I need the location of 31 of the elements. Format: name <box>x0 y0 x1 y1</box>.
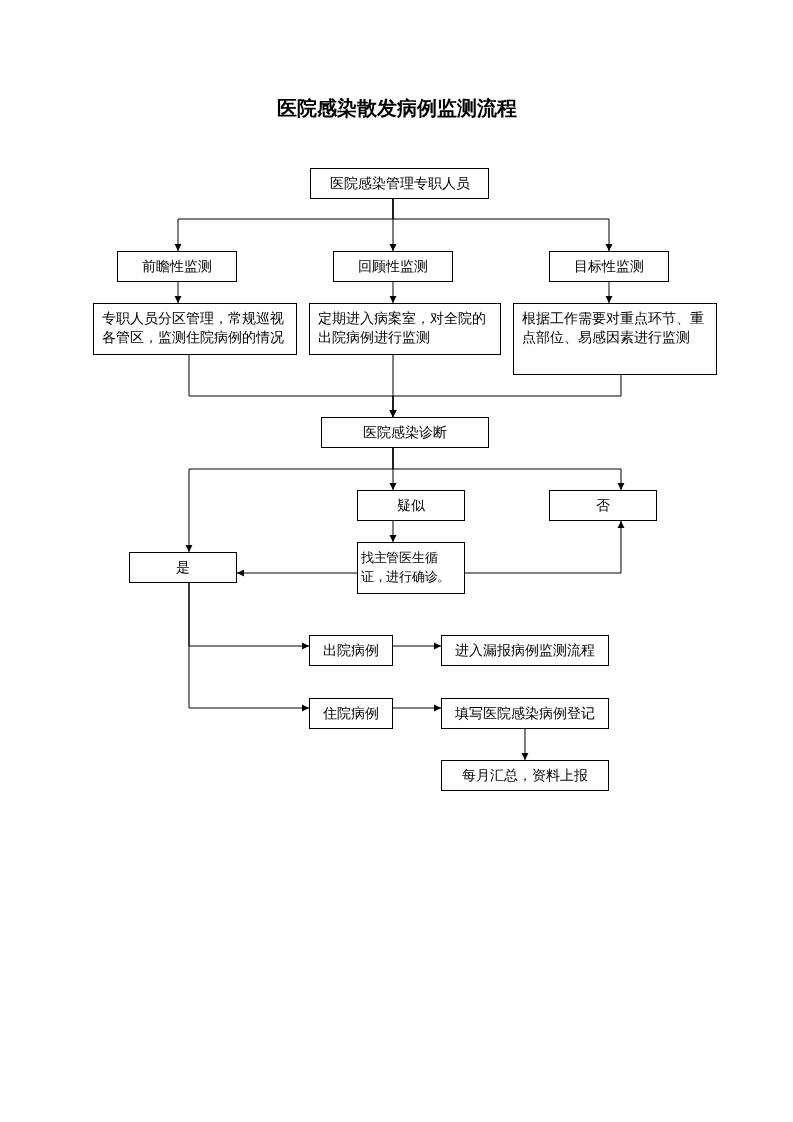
arrow <box>174 281 182 304</box>
arrow <box>392 198 613 252</box>
process-box: 进入漏报病例监测流程 <box>441 635 609 666</box>
process-box: 是 <box>129 552 237 583</box>
process-box: 住院病例 <box>309 698 393 729</box>
process-box: 疑似 <box>357 490 465 521</box>
process-box: 每月汇总，资料上报 <box>441 760 609 791</box>
arrow <box>188 582 310 712</box>
title: 医院感染散发病例监测流程 <box>275 96 518 121</box>
arrow <box>392 704 442 712</box>
process-box: 回顾性监测 <box>333 251 453 282</box>
process-box: 出院病例 <box>309 635 393 666</box>
arrow <box>236 569 358 577</box>
process-box: 根据工作需要对重点环节、重点部位、易感因素进行监测 <box>513 303 717 375</box>
arrow <box>389 520 397 543</box>
process-box: 否 <box>549 490 657 521</box>
process-box: 找主管医生循证，进行确诊。 <box>357 542 465 594</box>
arrow <box>389 281 397 304</box>
arrow <box>464 520 625 574</box>
arrow <box>521 728 529 761</box>
process-box: 目标性监测 <box>549 251 669 282</box>
process-box: 专职人员分区管理，常规巡视各管区，监测住院病例的情况 <box>93 303 297 355</box>
arrow <box>185 447 394 553</box>
process-box: 定期进入病案室，对全院的出院病例进行监测 <box>309 303 501 355</box>
process-box: 医院感染诊断 <box>321 417 489 448</box>
process-box: 前瞻性监测 <box>117 251 237 282</box>
arrow <box>389 374 622 418</box>
process-box: 填写医院感染病例登记 <box>441 698 609 729</box>
arrow <box>392 642 442 650</box>
process-box: 医院感染管理专职人员 <box>310 168 489 199</box>
arrow <box>605 281 613 304</box>
